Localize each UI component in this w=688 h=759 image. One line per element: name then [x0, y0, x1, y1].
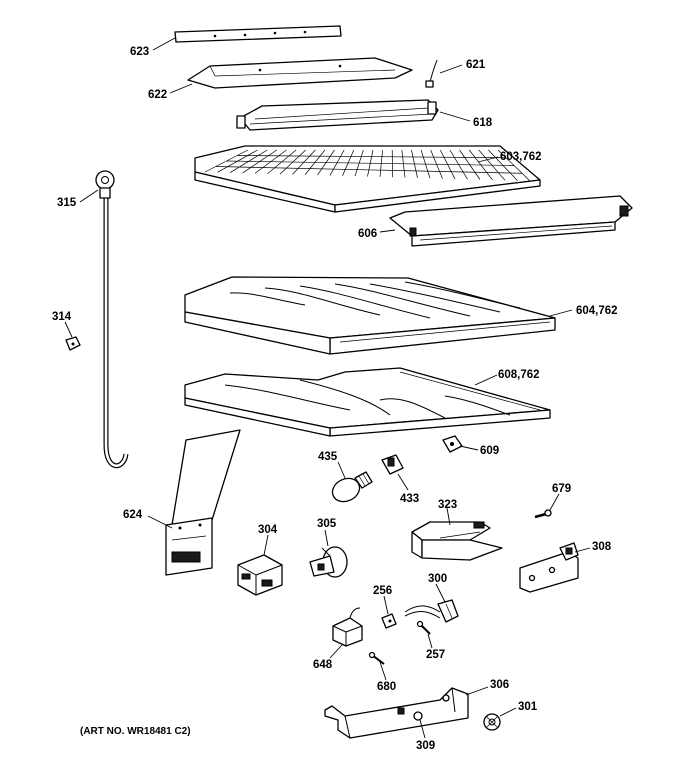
- part-308-plate: [519, 542, 579, 593]
- label-309: 309: [416, 740, 435, 752]
- part-622-bracket: [187, 57, 413, 89]
- label-609: 609: [480, 445, 499, 457]
- label-622: 622: [148, 89, 167, 101]
- part-679-screw: [534, 509, 552, 519]
- label-256: 256: [373, 585, 392, 597]
- label-301: 301: [518, 701, 538, 713]
- label-304: 304: [258, 524, 278, 536]
- label-433: 433: [400, 493, 419, 505]
- part-618-rail: [236, 99, 439, 131]
- label-606: 606: [358, 228, 377, 240]
- part-433-socket: [381, 454, 404, 475]
- part-256-clip: [381, 613, 397, 629]
- part-608-cover: [184, 367, 551, 437]
- part-257-screw: [416, 620, 431, 635]
- part-300-harness: [404, 599, 459, 623]
- part-323-bracket: [411, 521, 503, 561]
- label-323: 323: [438, 499, 457, 511]
- label-621: 621: [466, 59, 486, 71]
- label-305: 305: [317, 518, 337, 530]
- label-435: 435: [318, 451, 338, 463]
- part-306-bracket: [324, 687, 469, 739]
- part-315-tube: [95, 170, 129, 469]
- label-306: 306: [490, 679, 509, 691]
- label-680: 680: [377, 681, 396, 693]
- part-305-component: [309, 546, 348, 578]
- label-257: 257: [426, 649, 445, 661]
- part-301-grommet: [483, 713, 501, 731]
- part-435-bulb: [331, 471, 373, 503]
- label-300: 300: [428, 573, 447, 585]
- label-648: 648: [313, 659, 333, 671]
- part-304-relay: [237, 554, 283, 596]
- part-624-support: [165, 429, 241, 576]
- callout-labels: 623 622 621 618 603,762 315 606 604,762 …: [52, 46, 618, 752]
- label-624: 624: [123, 509, 143, 521]
- label-608-762: 608,762: [498, 369, 540, 381]
- part-648-component: [332, 607, 363, 647]
- part-314-clip: [65, 336, 81, 351]
- label-623: 623: [130, 46, 149, 58]
- label-603-762: 603,762: [500, 151, 542, 163]
- part-606-cover: [389, 195, 633, 247]
- label-618: 618: [473, 117, 493, 129]
- label-314: 314: [52, 311, 72, 323]
- label-604-762: 604,762: [576, 305, 618, 317]
- label-308: 308: [592, 541, 612, 553]
- part-680-screw: [368, 651, 385, 665]
- part-621-wire: [425, 59, 438, 88]
- label-679: 679: [552, 483, 571, 495]
- part-604-pan: [184, 276, 556, 355]
- part-609-clip: [442, 435, 463, 453]
- part-603-wire-shelf: [194, 145, 541, 213]
- leader-lines: [64, 37, 591, 739]
- art-number: (ART NO. WR18481 C2): [80, 726, 191, 737]
- label-315: 315: [57, 197, 77, 209]
- part-623-strip: [174, 25, 342, 43]
